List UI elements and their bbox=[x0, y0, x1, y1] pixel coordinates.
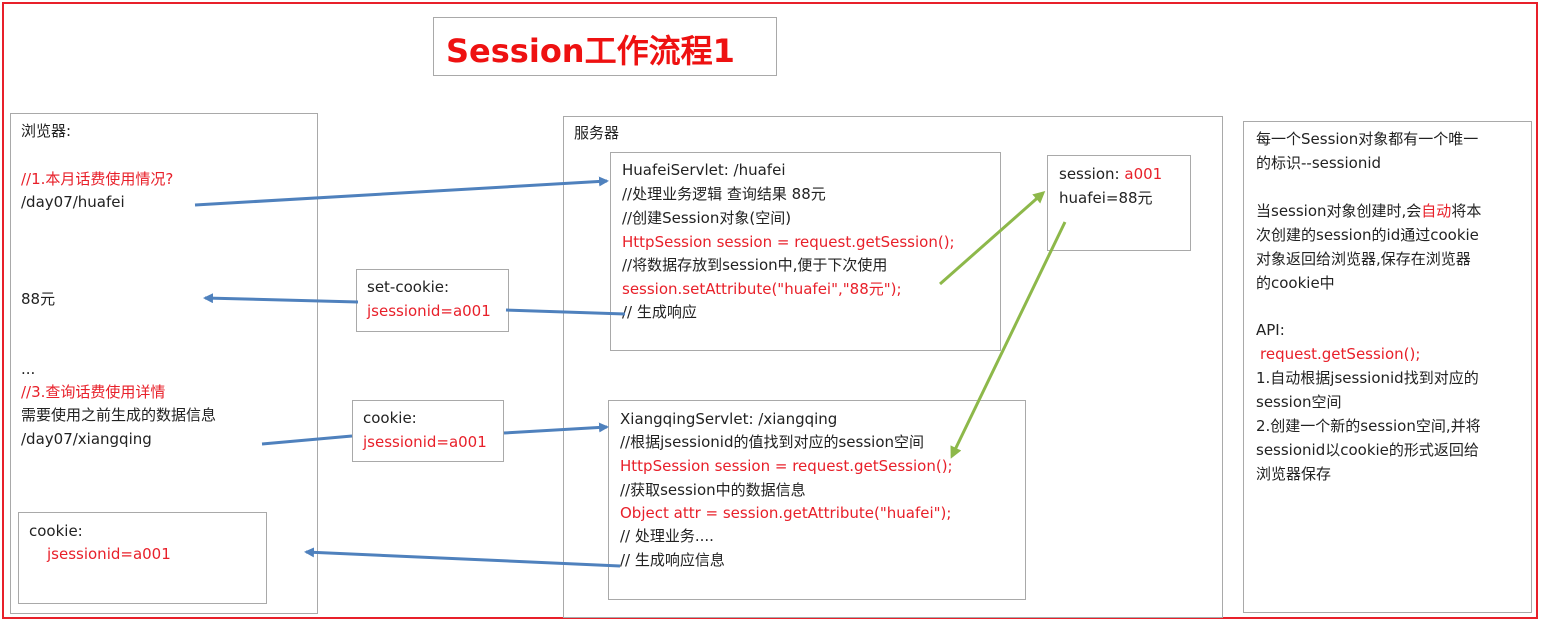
huafei-comment-response: // 生成响应 bbox=[622, 303, 697, 321]
set-cookie-box: set-cookie: jsessionid=a001 bbox=[356, 269, 509, 332]
notes-api-1-line1: 1.自动根据jsessionid找到对应的 bbox=[1256, 369, 1479, 387]
notes-p2-post: 将本 bbox=[1451, 202, 1482, 220]
xiangqing-get-attribute: Object attr = session.getAttribute("huaf… bbox=[620, 504, 952, 522]
request3-url: /day07/xiangqing bbox=[21, 430, 152, 448]
notes-p2-line1: 当session对象创建时,会自动将本 bbox=[1256, 201, 1481, 221]
session-store-label: session: bbox=[1059, 165, 1120, 183]
notes-p2-pre: 当session对象创建时,会 bbox=[1256, 202, 1422, 220]
response-result: 88元 bbox=[21, 290, 56, 308]
notes-panel: 每一个Session对象都有一个唯一 的标识--sessionid 当sessi… bbox=[1243, 121, 1532, 613]
notes-api-1-line2: session空间 bbox=[1256, 393, 1342, 411]
xiangqing-servlet-box: XiangqingServlet: /xiangqing //根据jsessio… bbox=[608, 400, 1026, 600]
request1-comment: //1.本月话费使用情况? bbox=[21, 170, 174, 188]
notes-p1-line1: 每一个Session对象都有一个唯一 bbox=[1256, 130, 1479, 148]
xiangqing-comment-response: // 生成响应信息 bbox=[620, 551, 725, 569]
notes-api-2-line3: 浏览器保存 bbox=[1256, 465, 1332, 483]
notes-api-label: API: bbox=[1256, 321, 1285, 339]
server-header: 服务器 bbox=[574, 124, 620, 142]
session-store-data: huafei=88元 bbox=[1059, 189, 1153, 207]
xiangqing-comment-process: // 处理业务.... bbox=[620, 527, 714, 545]
request-cookie-box: cookie: jsessionid=a001 bbox=[352, 400, 504, 462]
notes-api-2-line2: sessionid以cookie的形式返回给 bbox=[1256, 441, 1479, 459]
browser-cookie-box: cookie: jsessionid=a001 bbox=[18, 512, 267, 604]
browser-header: 浏览器: bbox=[21, 122, 72, 140]
set-cookie-value: jsessionid=a001 bbox=[367, 302, 491, 320]
request3-comment: //3.查询话费使用详情 bbox=[21, 383, 166, 401]
diagram-title: Session工作流程1 bbox=[446, 32, 735, 70]
huafei-set-attribute: session.setAttribute("huafei","88元"); bbox=[622, 280, 902, 298]
huafei-get-session: HttpSession session = request.getSession… bbox=[622, 233, 955, 251]
request3-description: 需要使用之前生成的数据信息 bbox=[21, 406, 217, 424]
session-store-label-line: session: a001 bbox=[1059, 164, 1162, 184]
browser-cookie-label: cookie: bbox=[29, 522, 83, 540]
notes-p1-line2: 的标识--sessionid bbox=[1256, 154, 1382, 172]
huafei-comment-query: //处理业务逻辑 查询结果 88元 bbox=[622, 185, 826, 203]
notes-api-2-line1: 2.创建一个新的session空间,并将 bbox=[1256, 417, 1481, 435]
notes-api-call: request.getSession(); bbox=[1260, 345, 1421, 363]
request-cookie-label: cookie: bbox=[363, 409, 417, 427]
xiangqing-get-session: HttpSession session = request.getSession… bbox=[620, 457, 953, 475]
session-store-box: session: a001 huafei=88元 bbox=[1047, 155, 1191, 251]
notes-p2-line3: 对象返回给浏览器,保存在浏览器 bbox=[1256, 250, 1471, 268]
title-box: Session工作流程1 bbox=[433, 17, 777, 76]
request-cookie-value: jsessionid=a001 bbox=[363, 433, 487, 451]
xiangqing-servlet-title: XiangqingServlet: /xiangqing bbox=[620, 410, 838, 428]
huafei-servlet-box: HuafeiServlet: /huafei //处理业务逻辑 查询结果 88元… bbox=[610, 152, 1001, 351]
huafei-comment-create: //创建Session对象(空间) bbox=[622, 209, 792, 227]
set-cookie-label: set-cookie: bbox=[367, 278, 450, 296]
session-store-id: a001 bbox=[1124, 165, 1163, 183]
notes-p2-auto: 自动 bbox=[1421, 202, 1452, 220]
notes-p2-line4: 的cookie中 bbox=[1256, 274, 1335, 292]
notes-p2-line2: 次创建的session的id通过cookie bbox=[1256, 226, 1479, 244]
xiangqing-comment-get: //获取session中的数据信息 bbox=[620, 481, 806, 499]
xiangqing-comment-find: //根据jsessionid的值找到对应的session空间 bbox=[620, 433, 925, 451]
outer-frame bbox=[2, 2, 1538, 619]
huafei-comment-store: //将数据存放到session中,便于下次使用 bbox=[622, 256, 888, 274]
ellipsis-text: ... bbox=[21, 360, 36, 378]
huafei-servlet-title: HuafeiServlet: /huafei bbox=[622, 161, 786, 179]
browser-cookie-value: jsessionid=a001 bbox=[47, 545, 171, 563]
request1-url: /day07/huafei bbox=[21, 193, 125, 211]
